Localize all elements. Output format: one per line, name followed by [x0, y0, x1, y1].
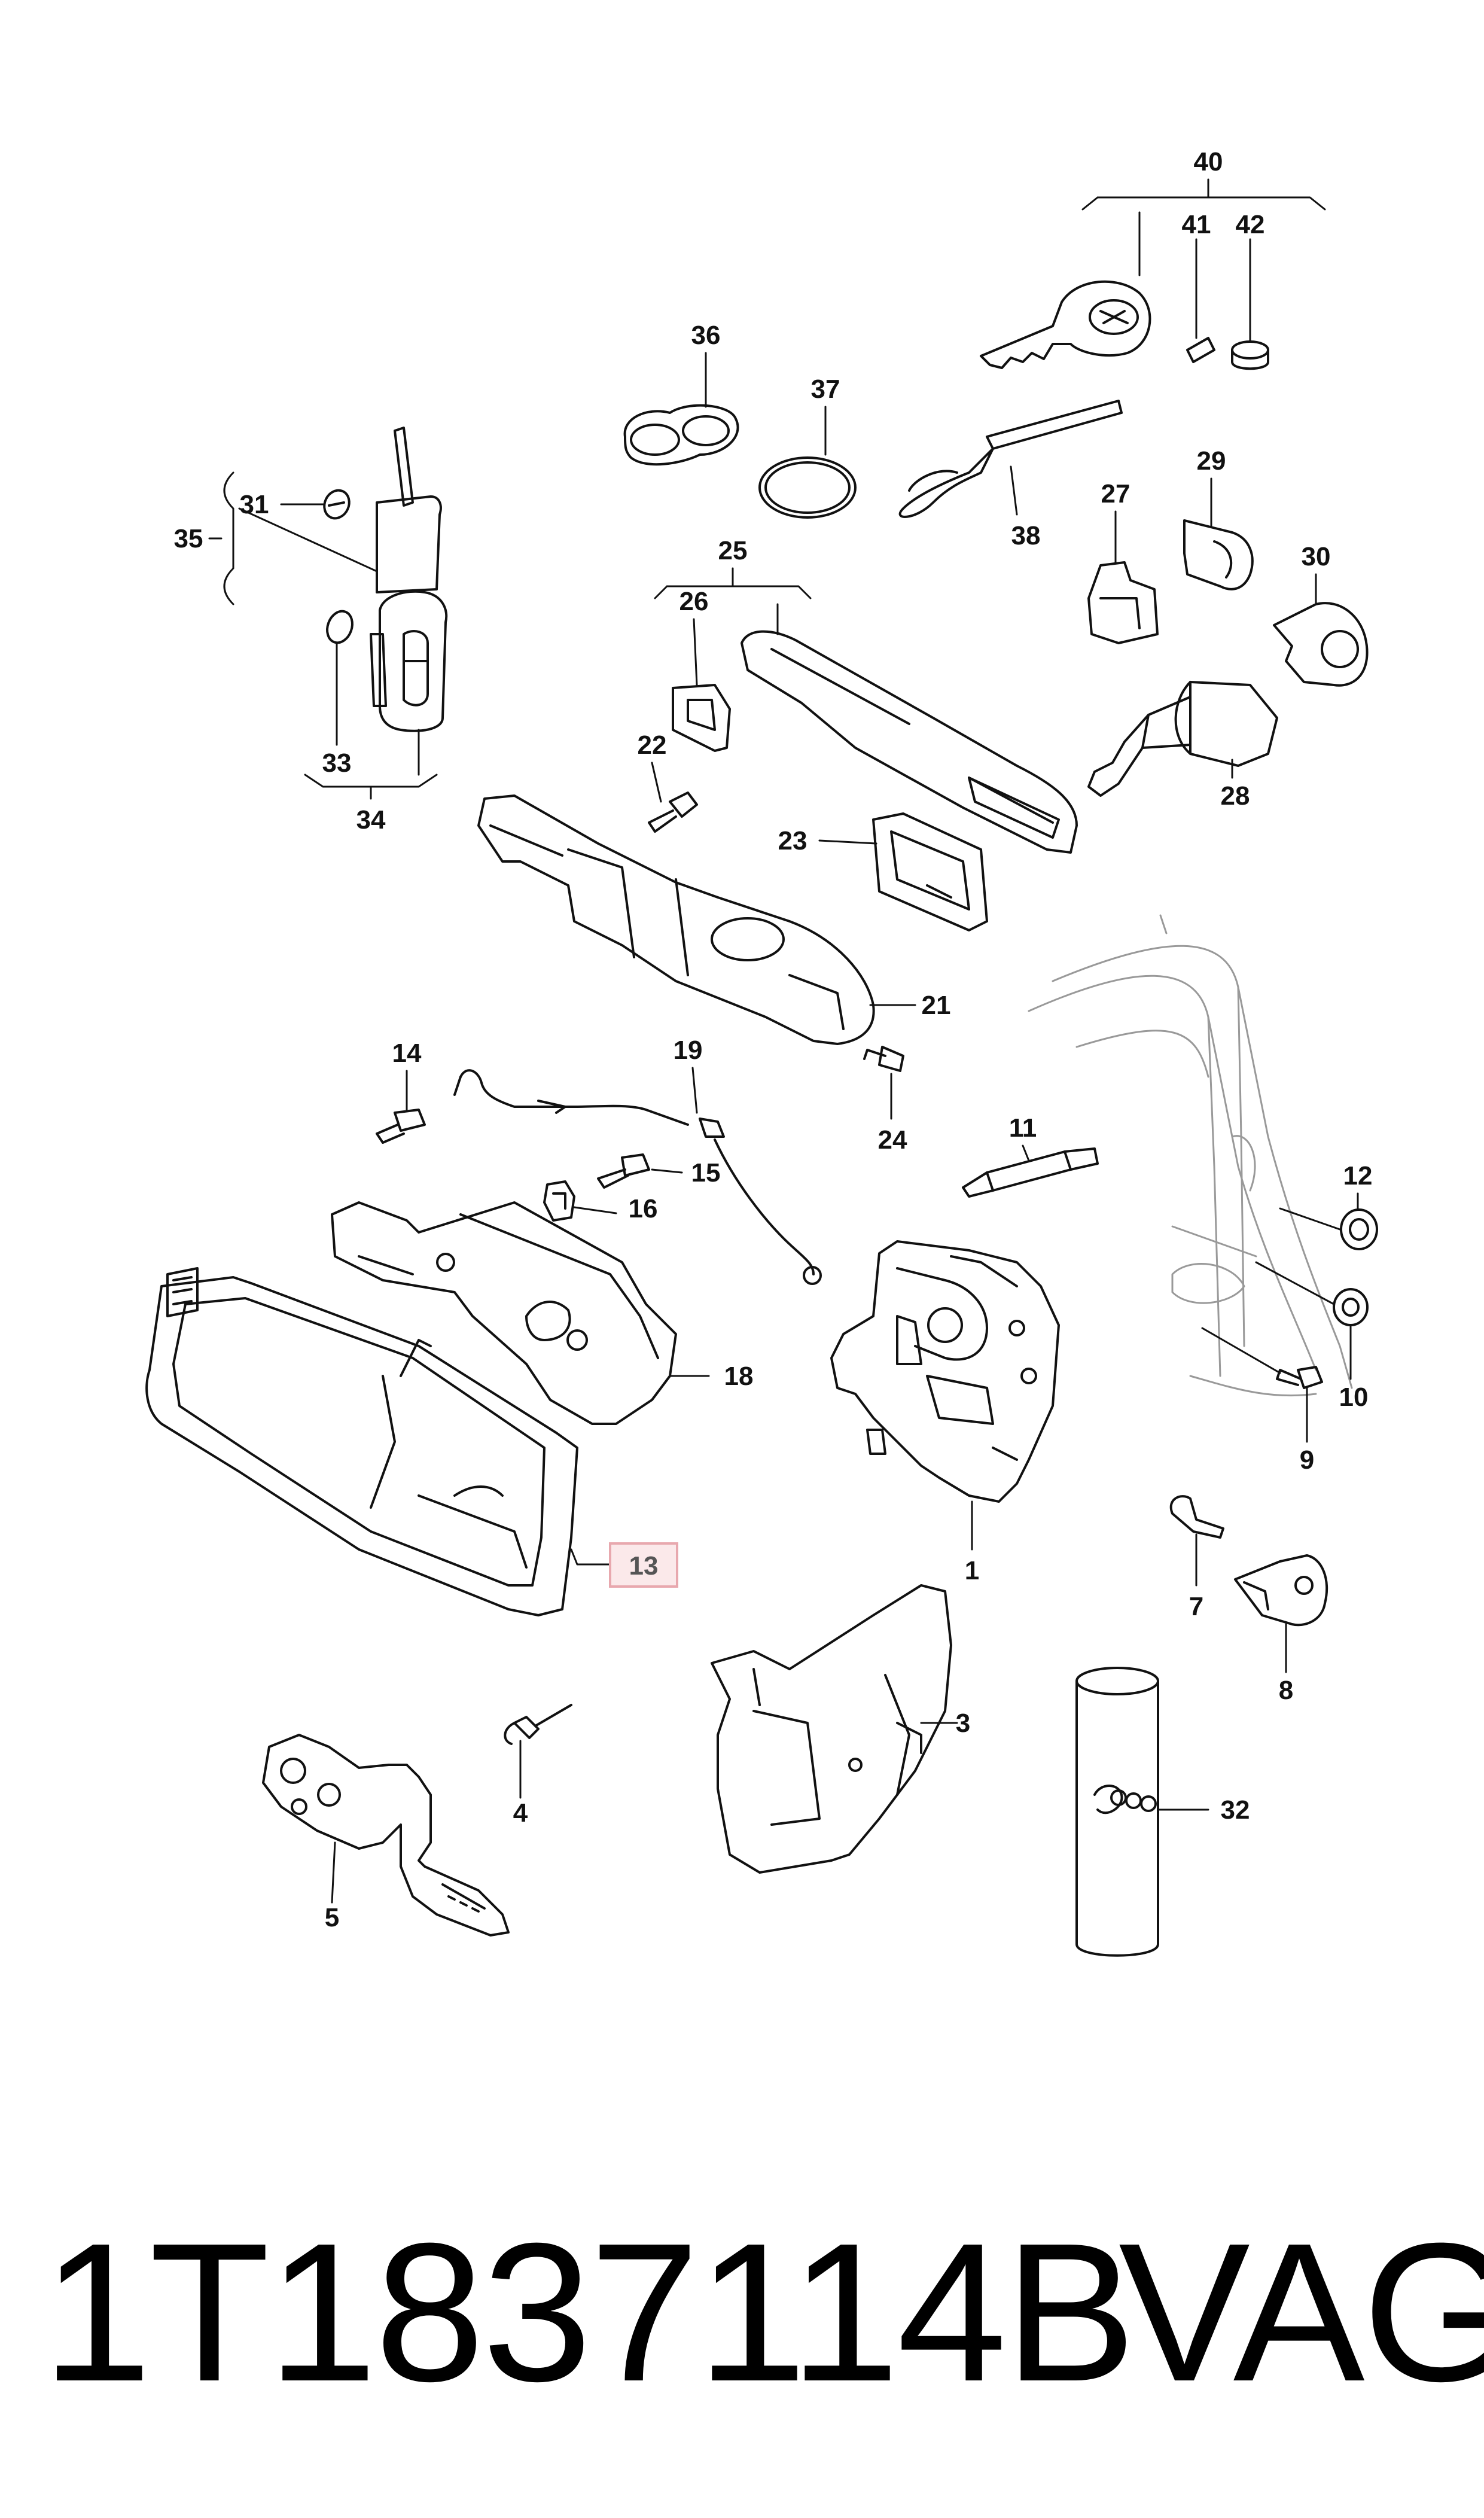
callout-32: 32: [1221, 1795, 1250, 1825]
callout-25: 25: [718, 536, 748, 565]
battery-icon: [1231, 340, 1269, 370]
callout-34: 34: [356, 805, 386, 835]
release-lever-icon: [262, 1734, 510, 1937]
callout-11: 11: [1009, 1113, 1037, 1143]
callout-5: 5: [325, 1903, 339, 1932]
callout-9: 9: [1300, 1445, 1314, 1475]
highlight-box: [609, 1542, 678, 1588]
part-number: 1T1837114B: [42, 2202, 1136, 2422]
callout-14: 14: [392, 1039, 422, 1068]
callout-33: 33: [322, 748, 352, 778]
clip-16-icon: [543, 1180, 575, 1222]
lock-bracket-icon: [711, 1584, 952, 1874]
callout-35: 35: [174, 524, 203, 553]
callout-26: 26: [679, 587, 709, 616]
exploded-parts-diagram: 1 3 4 5 7 8 9 10 11 12 13 14 15 16 18 19…: [145, 147, 1378, 1957]
rivet-4-icon: [504, 1704, 572, 1745]
callout-15: 15: [691, 1158, 721, 1188]
cap-29-icon: [1183, 519, 1254, 590]
callout-27: 27: [1101, 479, 1130, 509]
lock-cylinder-icon: [1087, 681, 1278, 797]
bolt-7-icon: [1169, 1495, 1224, 1539]
callout-16: 16: [629, 1194, 658, 1223]
striker-8-icon: [1234, 1554, 1328, 1627]
callout-10: 10: [1339, 1383, 1369, 1412]
grommet-12-icon: [1340, 1208, 1378, 1250]
seal-26-icon: [672, 684, 731, 752]
brand-name: VAG: [1119, 2202, 1484, 2422]
pin-icon: [1186, 337, 1215, 363]
leader-lines: [208, 178, 1359, 1904]
door-frame-outline: [1028, 914, 1353, 1397]
battery-31-icon: [323, 489, 351, 520]
grease-can-icon: [1075, 1667, 1159, 1957]
callout-36: 36: [691, 321, 721, 350]
door-lock-icon: [830, 1240, 1060, 1503]
screw-15-icon: [597, 1153, 650, 1189]
callout-1: 1: [965, 1556, 979, 1585]
key-icon: [980, 280, 1151, 369]
exterior-handle-icon: [741, 630, 1078, 854]
seal-33-icon: [326, 610, 354, 644]
callout-41: 41: [1182, 210, 1211, 239]
callout-28: 28: [1221, 781, 1250, 811]
bowden-cable-icon: [453, 1069, 822, 1285]
callout-7: 7: [1189, 1592, 1203, 1621]
screw-24-icon: [863, 1046, 904, 1072]
cover-30-icon: [1273, 602, 1369, 687]
remote-key-icon: [370, 427, 448, 732]
callout-3: 3: [956, 1709, 970, 1738]
callout-40: 40: [1194, 147, 1223, 176]
callout-38: 38: [1011, 521, 1041, 550]
callout-42: 42: [1236, 210, 1265, 239]
callout-37: 37: [811, 374, 840, 404]
lens-seal-icon: [623, 404, 739, 466]
key-tag-icon: [898, 400, 1123, 518]
interior-handle-housing-icon: [331, 1201, 677, 1425]
grommet-10-icon: [1333, 1288, 1369, 1326]
screw-9-icon: [1276, 1366, 1323, 1389]
callout-30: 30: [1302, 542, 1331, 571]
callout-23: 23: [778, 826, 807, 855]
callout-8: 8: [1279, 1676, 1293, 1705]
bracket-27-icon: [1087, 561, 1159, 644]
handle-carrier-icon: [477, 794, 875, 1045]
o-ring-icon: [758, 456, 857, 519]
screw-14-icon: [376, 1109, 426, 1144]
callout-19: 19: [674, 1036, 703, 1065]
callout-29: 29: [1197, 446, 1226, 476]
callout-22: 22: [638, 730, 667, 760]
callout-31: 31: [240, 490, 269, 519]
screw-22-icon: [648, 791, 698, 833]
callout-24: 24: [878, 1125, 907, 1155]
callout-13: 13: [629, 1551, 659, 1581]
callout-21: 21: [922, 991, 951, 1020]
sensor-11-icon: [962, 1147, 1099, 1198]
callout-18: 18: [724, 1362, 754, 1391]
callout-12: 12: [1343, 1161, 1373, 1191]
handle-bezel-icon: [145, 1267, 578, 1616]
callout-4: 4: [513, 1798, 528, 1828]
trim-23-icon: [872, 812, 988, 931]
